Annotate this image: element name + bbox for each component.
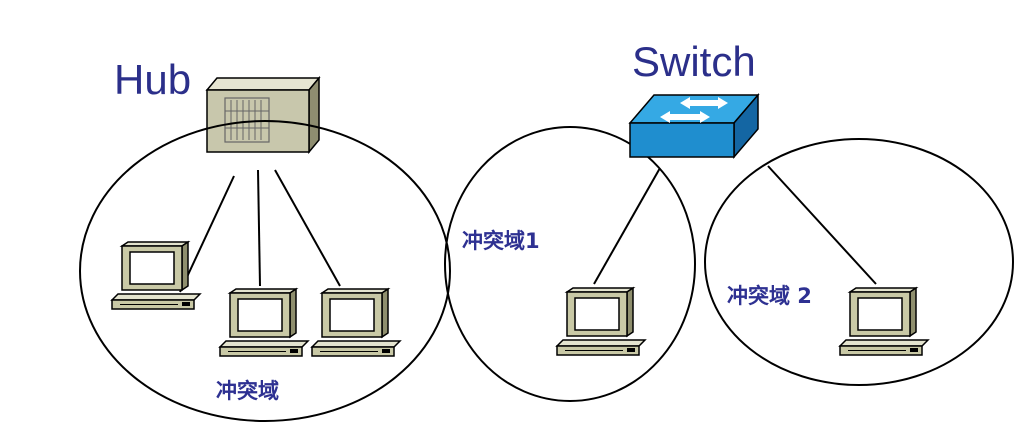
link-hub-pc1 xyxy=(179,175,235,293)
link-hub-pc2 xyxy=(257,169,261,287)
link-hub-pc3 xyxy=(274,169,341,287)
switch-domain-1-label: 冲突域1 xyxy=(462,229,540,253)
computer-icon xyxy=(556,287,646,356)
connection-lines xyxy=(179,165,877,293)
computer-icon xyxy=(219,288,309,357)
switch-title: Switch xyxy=(632,38,756,85)
hub-domain-label: 冲突域 xyxy=(216,379,279,403)
switch-collision-domain-2-circle xyxy=(704,138,1014,386)
hub-collision-domain-circle xyxy=(79,120,451,422)
switch-icon xyxy=(629,94,759,158)
computer-icon xyxy=(111,241,201,310)
link-switch-pc5 xyxy=(767,165,877,285)
computer-icon xyxy=(311,288,401,357)
switch-collision-domain-1-circle xyxy=(444,126,696,402)
computer-icon xyxy=(839,287,929,356)
hub-title: Hub xyxy=(114,56,191,103)
hub-icon xyxy=(206,77,320,153)
switch-domain-2-label: 冲突域 2 xyxy=(727,284,812,308)
link-switch-pc4 xyxy=(593,167,661,285)
